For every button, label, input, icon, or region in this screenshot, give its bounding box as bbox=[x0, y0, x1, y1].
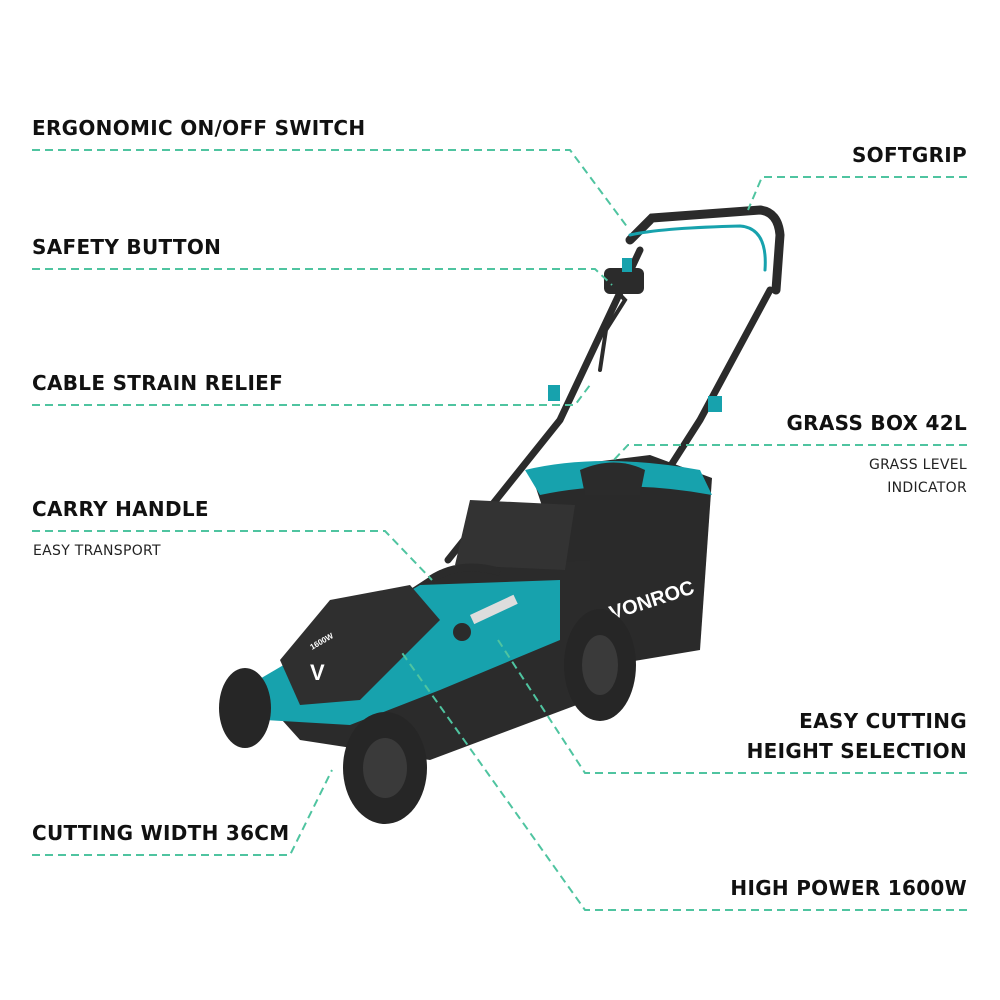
mower-wheels bbox=[219, 609, 636, 824]
grass-box: VONROC bbox=[525, 455, 712, 665]
label-high-power: HIGH POWER 1600W bbox=[730, 876, 967, 900]
leader-switch bbox=[32, 149, 629, 229]
height-knob bbox=[453, 623, 471, 641]
label-easy-cutting: EASY CUTTING bbox=[799, 709, 967, 733]
leader-power bbox=[399, 649, 967, 911]
leader-carry bbox=[32, 530, 433, 581]
label-softgrip: SOFTGRIP bbox=[851, 143, 967, 167]
switch-box bbox=[604, 268, 644, 294]
label-height-selection: HEIGHT SELECTION bbox=[746, 739, 967, 763]
label-safety-button: SAFETY BUTTON bbox=[32, 235, 222, 259]
sublabel-easy-transport: EASY TRANSPORT bbox=[33, 543, 161, 559]
height-scale bbox=[469, 594, 518, 625]
label-grass-box: GRASS BOX 42L bbox=[786, 411, 967, 435]
leader-height bbox=[497, 639, 967, 774]
label-carry-handle: CARRY HANDLE bbox=[32, 497, 209, 521]
mower-deck: 1600W V bbox=[255, 500, 590, 760]
leader-grassbox bbox=[611, 444, 967, 463]
sublabel-indicator: INDICATOR bbox=[887, 480, 967, 496]
svg-text:V: V bbox=[310, 660, 325, 685]
carry-handle-bar bbox=[427, 563, 502, 584]
label-on-off-switch: ERGONOMIC ON/OFF SWITCH bbox=[32, 116, 366, 140]
sublabel-grass-level: GRASS LEVEL bbox=[869, 457, 967, 473]
cable-clip bbox=[548, 385, 560, 401]
leader-width bbox=[32, 769, 333, 856]
leader-softgrip bbox=[747, 176, 967, 211]
leader-cable bbox=[32, 384, 591, 406]
label-cable-strain-relief: CABLE STRAIN RELIEF bbox=[32, 371, 284, 395]
leader-lines bbox=[32, 149, 967, 911]
leader-safety bbox=[32, 268, 613, 286]
label-cutting-width: CUTTING WIDTH 36CM bbox=[32, 821, 290, 845]
